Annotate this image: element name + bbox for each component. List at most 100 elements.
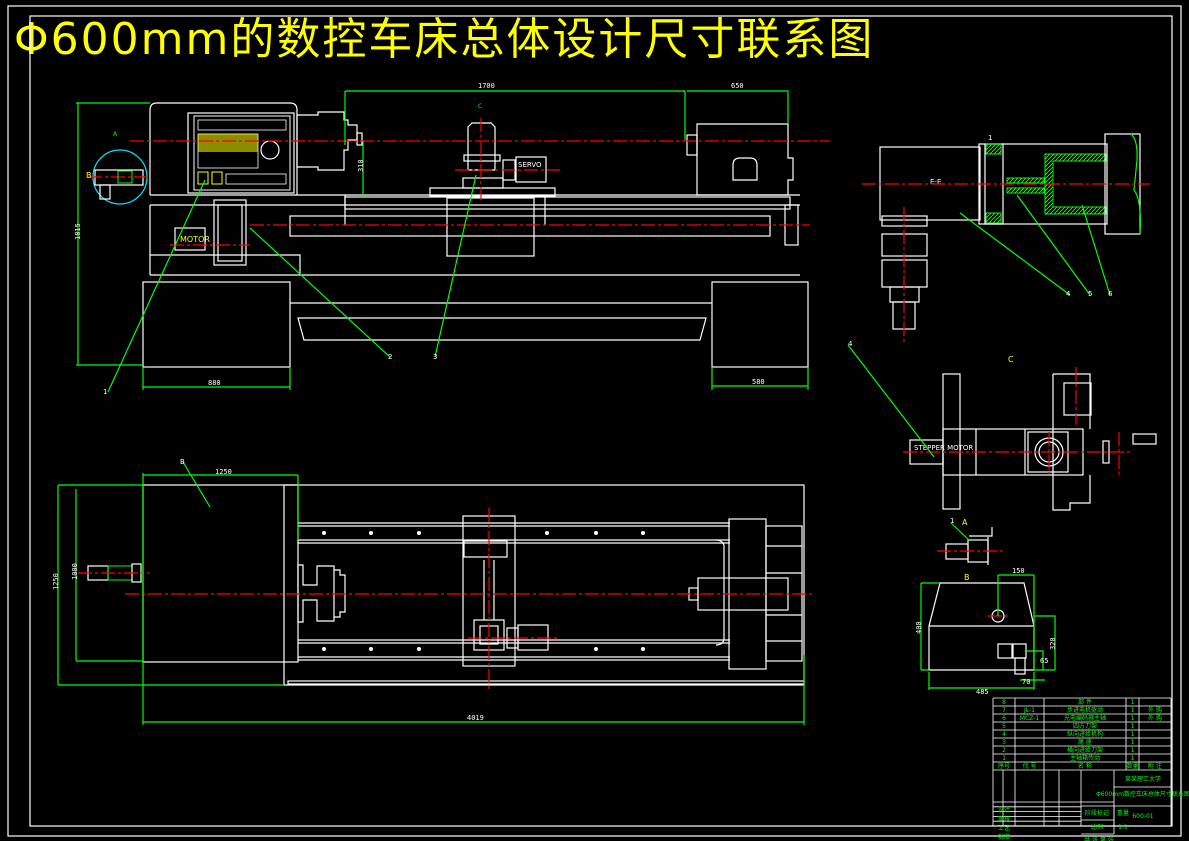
detail-section-mark: 1	[988, 134, 992, 142]
section-c-title: C	[1008, 355, 1014, 364]
part-no: 2	[1002, 747, 1006, 754]
part-qty: 1	[1131, 747, 1135, 754]
apron-label: MOTOR	[180, 235, 210, 244]
detail-a-title: A	[962, 518, 968, 527]
right-leg	[711, 281, 809, 368]
part-code: JL-1	[1023, 707, 1035, 714]
dim-4019: 4019	[467, 714, 484, 722]
section-c-view: C STEPPER MOTOR 4	[847, 340, 1157, 511]
part-no: 6	[1002, 715, 1006, 722]
bed-frame	[283, 484, 805, 686]
bed-rail	[344, 196, 791, 210]
detail-b-view: B 150 400 320 65 70 485	[915, 567, 1057, 696]
process-label: 工艺	[998, 824, 1010, 832]
part-no: 3	[1002, 739, 1006, 746]
dim-485: 485	[976, 688, 989, 696]
part-qty: 1	[1131, 755, 1135, 762]
part-note: 附 注	[1148, 762, 1162, 770]
design-label: 设计	[998, 806, 1010, 814]
part-name: 光电编码器主轴	[1064, 714, 1106, 722]
part-no: 5	[1002, 723, 1006, 730]
dim-150: 150	[1012, 567, 1025, 575]
drawing-name: Φ600mm数控车床总体尺寸联系图	[1096, 790, 1189, 798]
approve-label: 批准	[998, 833, 1010, 841]
chip-tray	[290, 302, 712, 341]
scale-value: 1:1	[1118, 824, 1128, 831]
drawing-number: 600-01	[1132, 813, 1153, 820]
part-note: 外 购	[1148, 706, 1162, 714]
sheet-label: 共 张 第 张	[1084, 836, 1114, 841]
section-c-leader: 4	[848, 340, 853, 348]
school-name: 某某理工大学	[1125, 775, 1161, 783]
check-label: 审核	[998, 815, 1010, 823]
weight-label: 重量	[1117, 809, 1129, 817]
outer-border	[7, 5, 1182, 837]
part-name: 尾 座	[1078, 738, 1092, 746]
detail-spindle-label: E-E	[930, 178, 941, 186]
part-name: 纵向进给机构	[1067, 730, 1103, 738]
part-no: 4	[1002, 731, 1006, 738]
part-name: 部 件	[1078, 698, 1092, 706]
leader-label-2: 2	[388, 353, 392, 361]
part-name: 名 称	[1078, 762, 1092, 770]
part-qty: 1	[1131, 739, 1135, 746]
dim-spindle-width: 1000	[71, 563, 79, 580]
leader-label-1: 1	[103, 388, 107, 396]
part-no: 序号	[998, 762, 1010, 770]
front-view: SERVO MOTOR B A 1815 1700	[74, 82, 830, 396]
control-panel-keys	[197, 119, 287, 185]
part-no: 7	[1002, 707, 1006, 714]
inner-border	[29, 15, 1173, 827]
part-qty: 1	[1131, 699, 1135, 706]
dim-overall-height: 1815	[74, 223, 82, 240]
section-c-marker: C	[478, 103, 482, 110]
part-code: 代 号	[1023, 762, 1037, 770]
leader-label-b: B	[180, 458, 185, 466]
detail-spindle-view: E-E 1 4 5 6	[862, 133, 1150, 342]
apron	[213, 199, 247, 266]
servo-motor	[515, 156, 547, 183]
detail-a-mark: 1	[950, 517, 954, 525]
dim-overall-width: 1250	[52, 573, 60, 590]
control-panel-inner	[193, 115, 291, 191]
drawing-title: Φ600mm的数控车床总体设计尺寸联系图	[14, 14, 875, 65]
detail-a-view: A 1	[937, 517, 1006, 565]
part-code: MCZ-1	[1020, 715, 1040, 722]
detail-a-label: B	[86, 171, 92, 180]
dim-580: 580	[752, 378, 765, 386]
carriage	[446, 197, 535, 257]
dim-70: 70	[1022, 678, 1030, 686]
rail-bolts	[322, 531, 645, 651]
dim-310: 310	[357, 159, 365, 172]
chuck-top	[297, 564, 335, 623]
left-leg	[142, 281, 291, 368]
leader-label-4: 4	[1066, 290, 1071, 298]
top-view: 1250 1250 1000 4019 B	[52, 458, 815, 725]
part-name: 主轴箱传动	[1070, 754, 1100, 762]
part-qty: 1	[1131, 707, 1135, 714]
dim-880: 880	[208, 379, 221, 387]
detail-marker: A	[113, 131, 118, 138]
dim-1250-top: 1250	[215, 468, 232, 476]
stepper-label: STEPPER MOTOR	[914, 444, 973, 452]
leader-label-3: 3	[433, 353, 437, 361]
tailstock	[696, 123, 794, 196]
part-qty: 1	[1131, 731, 1135, 738]
part-no: 1	[1002, 755, 1006, 762]
part-no: 8	[1002, 699, 1006, 706]
dim-65: 65	[1040, 657, 1048, 665]
part-qty: 数量	[1126, 762, 1138, 770]
detail-b-title: B	[964, 573, 970, 582]
headstock-body	[149, 102, 298, 195]
dim-650: 650	[731, 82, 744, 90]
dim-400: 400	[915, 621, 923, 634]
dim-320: 320	[1049, 637, 1057, 650]
part-name: 横向进给刀架	[1067, 746, 1103, 754]
servo-motor-label: SERVO	[518, 161, 542, 169]
part-qty: 1	[1131, 715, 1135, 722]
dim-1700: 1700	[478, 82, 495, 90]
part-qty: 1	[1131, 723, 1135, 730]
scale-label: 比例	[1091, 823, 1103, 831]
